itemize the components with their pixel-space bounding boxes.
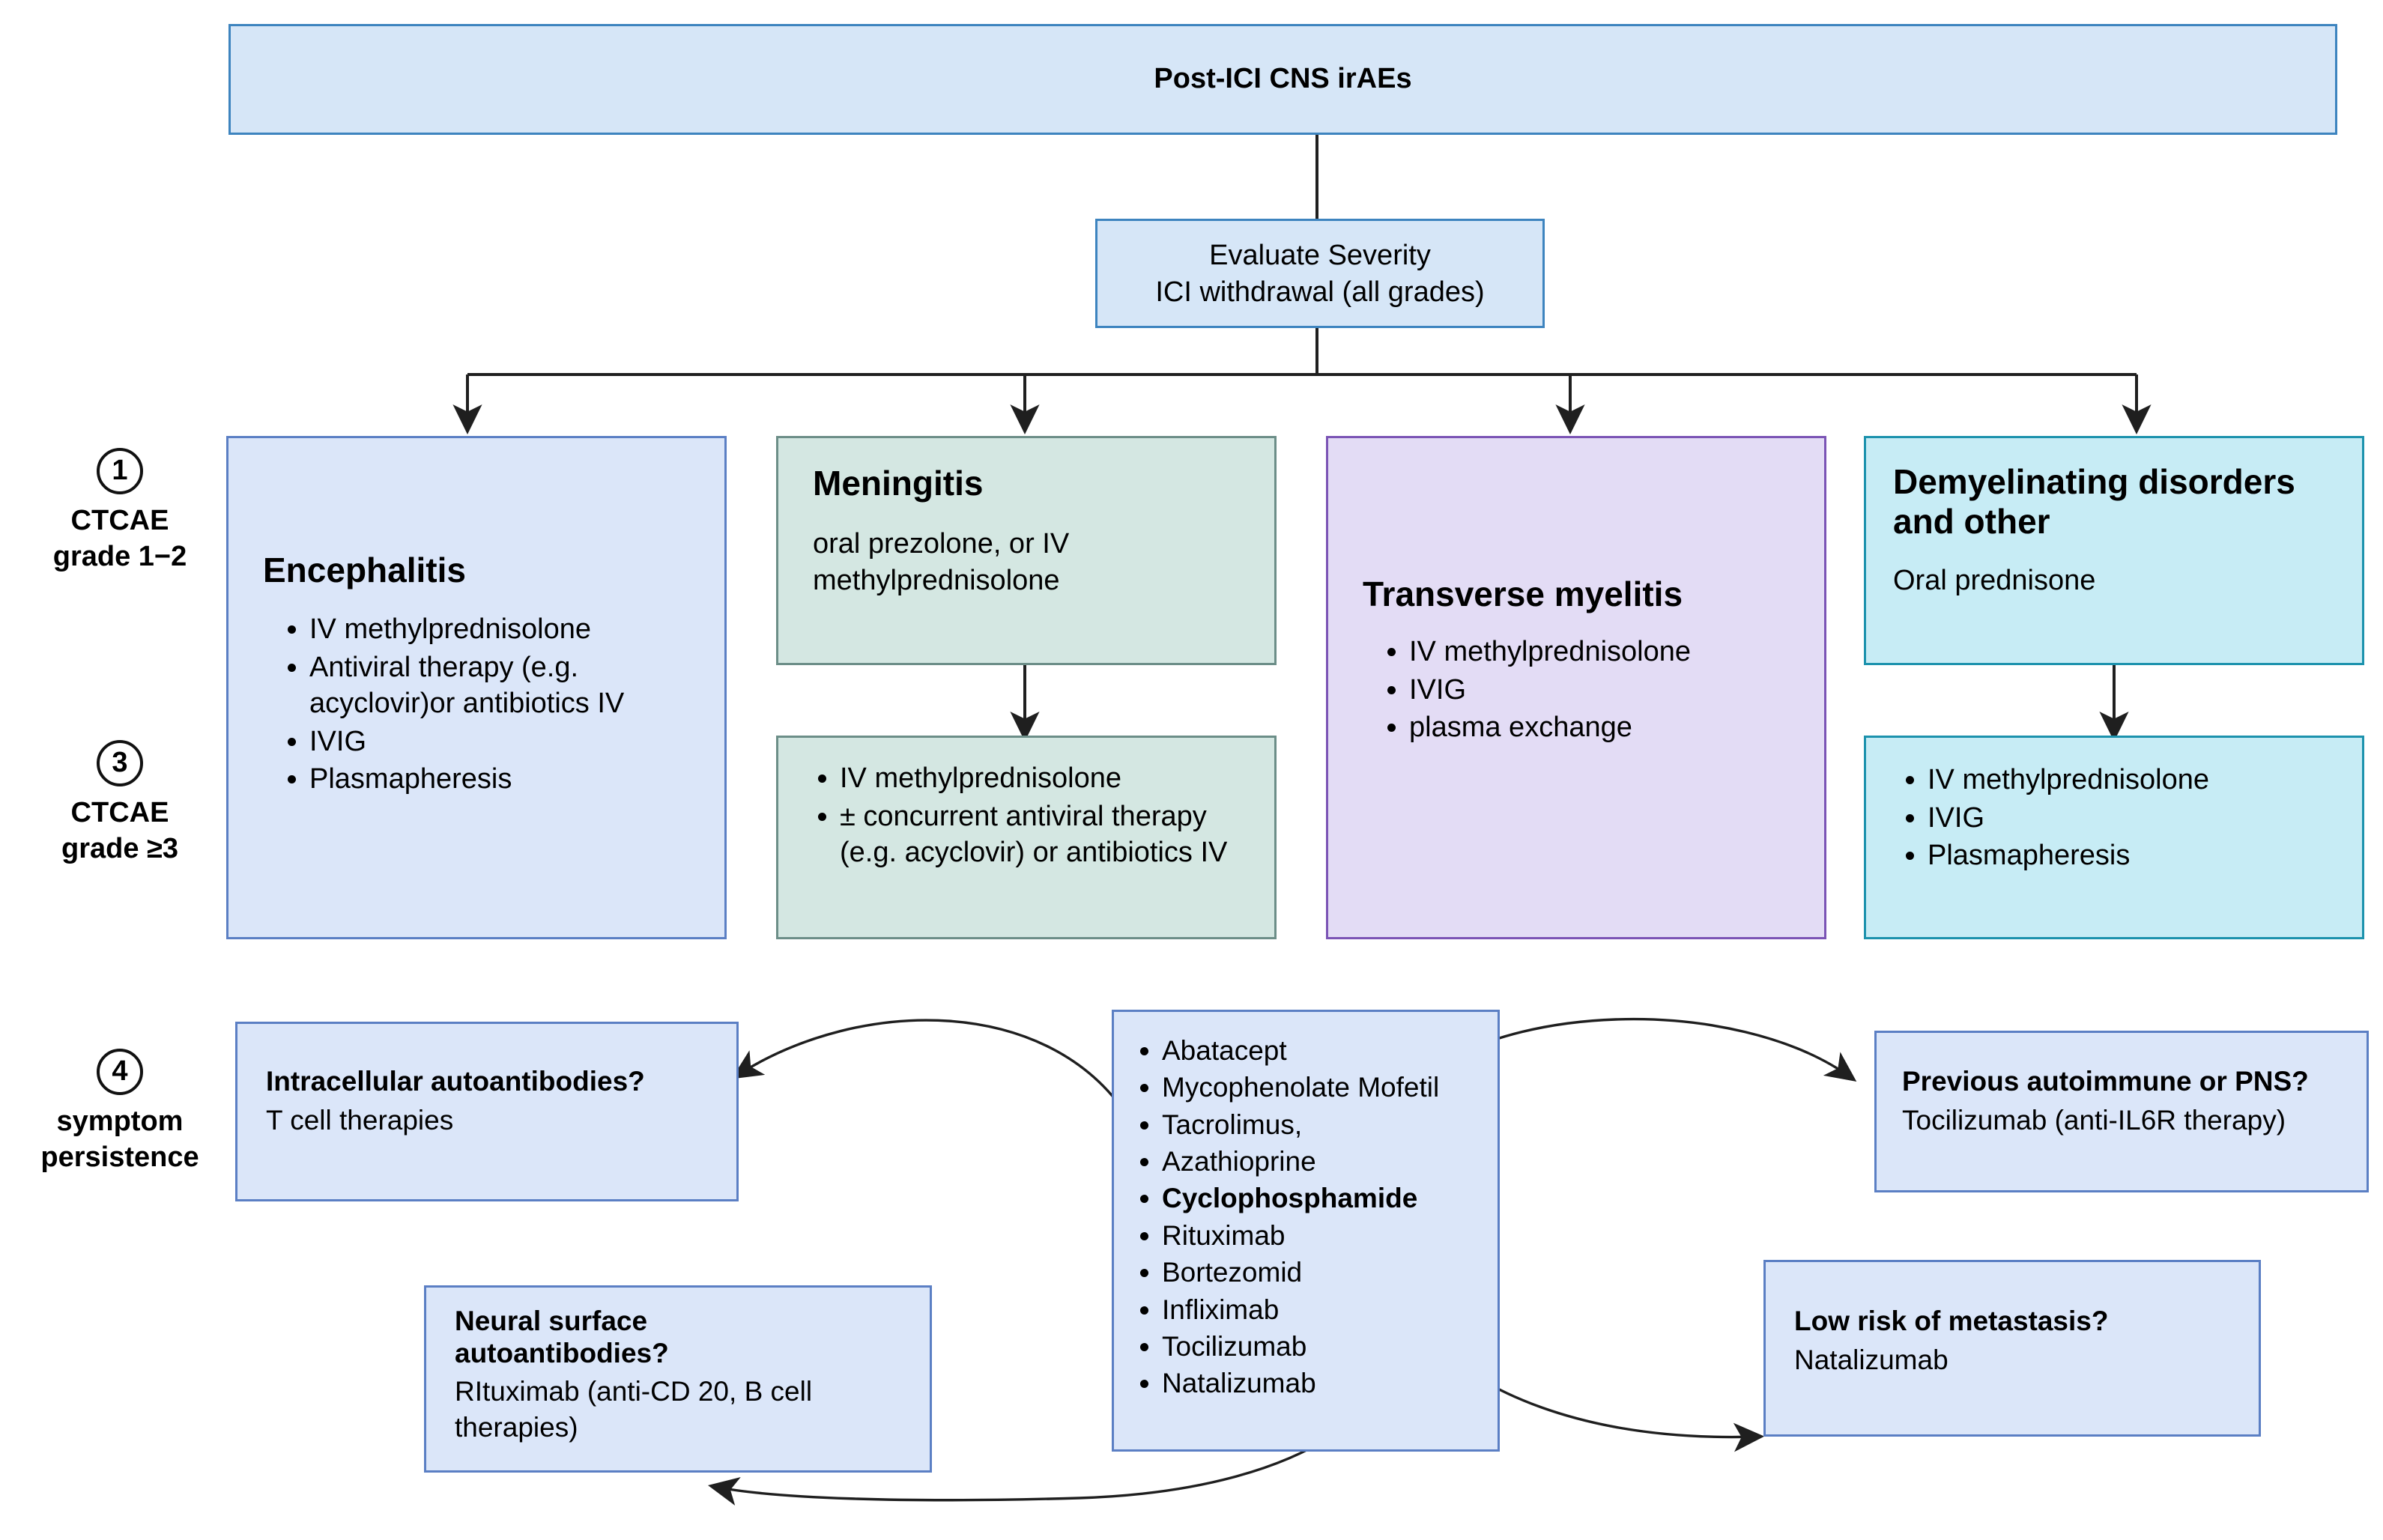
node-meningitis-severe[interactable]: IV methylprednisolone ± concurrent antiv… [776, 736, 1277, 939]
intracellular-body: T cell therapies [266, 1104, 454, 1136]
rail-label-line2: grade 1−2 [52, 540, 187, 572]
root-title: Post-ICI CNS irAEs [1154, 63, 1412, 95]
list-item: IV methylprednisolone [840, 760, 1256, 797]
intracellular-title: Intracellular autoantibodies? [266, 1066, 645, 1097]
meningitis-subtitle: oral prezolone, or IV methylprednisolone [813, 527, 1070, 597]
list-item: IVIG [1409, 672, 1806, 709]
rail-label-line2: persistence [40, 1141, 199, 1173]
low-risk-body: Natalizumab [1794, 1344, 1949, 1375]
list-item: ± concurrent antiviral therapy (e.g. acy… [840, 798, 1256, 871]
severity-line-2: ICI withdrawal (all grades) [1155, 276, 1485, 309]
previous-autoimmune-title: Previous autoimmune or PNS? [1902, 1066, 2309, 1097]
list-item: Rituximab [1162, 1218, 1487, 1253]
rail-label-line1: CTCAE [70, 797, 169, 828]
list-item: Abatacept [1162, 1033, 1487, 1068]
node-encephalitis[interactable]: Encephalitis IV methylprednisolone Antiv… [226, 436, 727, 939]
list-item: plasma exchange [1409, 709, 1806, 746]
node-demyelinating-severe[interactable]: IV methylprednisolone IVIG Plasmapheresi… [1864, 736, 2364, 939]
rail-label-line1: CTCAE [70, 505, 169, 536]
node-evaluate-severity[interactable]: Evaluate Severity ICI withdrawal (all gr… [1095, 219, 1545, 328]
meningitis-title: Meningitis [813, 464, 984, 503]
rail-label-line1: symptom [56, 1106, 184, 1137]
node-intracellular-autoantibodies[interactable]: Intracellular autoantibodies? T cell the… [235, 1022, 739, 1201]
list-item: Plasmapheresis [1928, 837, 2344, 874]
node-root[interactable]: Post-ICI CNS irAEs [228, 24, 2337, 135]
list-item: Bortezomid [1162, 1255, 1487, 1290]
node-drug-list[interactable]: Abatacept Mycophenolate Mofetil Tacrolim… [1112, 1010, 1500, 1452]
demyelinating-subtitle: Oral prednisone [1893, 564, 2096, 596]
list-item: Azathioprine [1162, 1144, 1487, 1179]
list-item: Natalizumab [1162, 1365, 1487, 1401]
demyelinating-title: Demyelinating disorders and other [1893, 462, 2295, 541]
node-low-risk-metastasis[interactable]: Low risk of metastasis? Natalizumab [1763, 1260, 2261, 1437]
list-item: IV methylprednisolone [309, 611, 706, 648]
rail-symptom-persistence: 4 symptom persistence [15, 1049, 225, 1175]
list-item: IV methylprednisolone [1409, 634, 1806, 670]
encephalitis-bullets: IV methylprednisolone Antiviral therapy … [263, 611, 706, 798]
transverse-myelitis-title: Transverse myelitis [1363, 575, 1683, 613]
list-item: Plasmapheresis [309, 761, 706, 798]
drug-list: Abatacept Mycophenolate Mofetil Tacrolim… [1118, 1033, 1487, 1401]
rail-badge-4: 4 [97, 1049, 143, 1095]
neural-surface-body: RItuximab (anti-CD 20, B cell therapies) [455, 1376, 813, 1443]
list-item: Infliximab [1162, 1292, 1487, 1327]
severity-line-1: Evaluate Severity [1209, 240, 1431, 271]
previous-autoimmune-body: Tocilizumab (anti-IL6R therapy) [1902, 1104, 2286, 1136]
list-item: Cyclophosphamide [1162, 1180, 1487, 1216]
node-neural-surface-autoantibodies[interactable]: Neural surface autoantibodies? RItuximab… [424, 1285, 932, 1473]
rail-badge-3: 3 [97, 740, 143, 786]
meningitis-severe-bullets: IV methylprednisolone ± concurrent antiv… [793, 760, 1256, 871]
demyelinating-severe-bullets: IV methylprednisolone IVIG Plasmapheresi… [1881, 762, 2344, 874]
list-item: IVIG [1928, 800, 2344, 837]
node-transverse-myelitis[interactable]: Transverse myelitis IV methylprednisolon… [1326, 436, 1826, 939]
list-item: Mycophenolate Mofetil [1162, 1070, 1487, 1105]
node-demyelinating[interactable]: Demyelinating disorders and other Oral p… [1864, 436, 2364, 665]
rail-label-line2: grade ≥3 [61, 832, 179, 864]
rail-badge-1: 1 [97, 448, 143, 494]
neural-surface-title: Neural surface autoantibodies? [455, 1306, 669, 1368]
node-meningitis[interactable]: Meningitis oral prezolone, or IV methylp… [776, 436, 1277, 665]
encephalitis-title: Encephalitis [263, 551, 466, 589]
transverse-myelitis-bullets: IV methylprednisolone IVIG plasma exchan… [1363, 634, 1806, 746]
list-item: IVIG [309, 724, 706, 760]
list-item: Tocilizumab [1162, 1329, 1487, 1364]
list-item: Tacrolimus, [1162, 1107, 1487, 1142]
low-risk-title: Low risk of metastasis? [1794, 1306, 2109, 1336]
edge-drugs-to-intracellular [731, 1019, 1129, 1117]
list-item: Antiviral therapy (e.g. acyclovir)or ant… [309, 649, 706, 722]
list-item: IV methylprednisolone [1928, 762, 2344, 798]
rail-grade-1-2: 1 CTCAE grade 1−2 [15, 448, 225, 575]
rail-grade-3: 3 CTCAE grade ≥3 [15, 740, 225, 867]
node-previous-autoimmune[interactable]: Previous autoimmune or PNS? Tocilizumab … [1874, 1031, 2369, 1192]
